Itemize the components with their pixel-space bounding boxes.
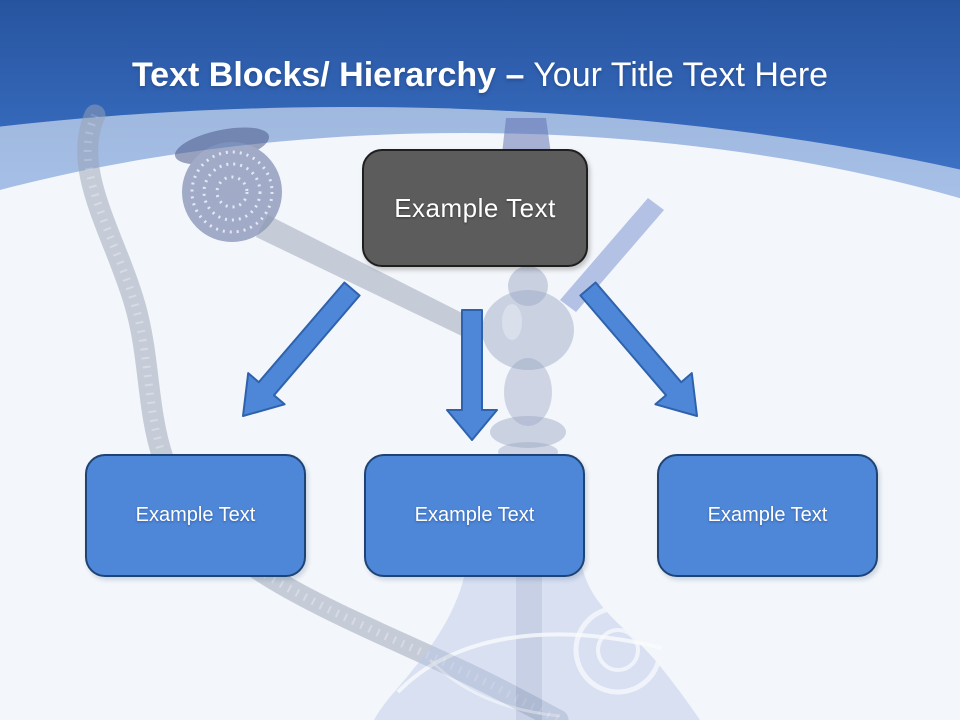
title-bold-text: Text Blocks/ Hierarchy – (131, 56, 525, 94)
child-text-block-2[interactable]: Example Text (364, 454, 585, 577)
child-text-block-1[interactable]: Example Text (85, 454, 306, 577)
slide-title[interactable]: Text Blocks/ Hierarchy – Your Title Text… (0, 52, 960, 98)
child-text-block-3[interactable]: Example Text (657, 454, 878, 577)
arrow-down-left-icon[interactable] (242, 281, 361, 417)
child-text-block-2-label: Example Text (414, 504, 535, 526)
child-text-block-3-label: Example Text (707, 504, 828, 526)
parent-text-block-label: Example Text (394, 192, 556, 223)
title-regular-text: Your Title Text Here (524, 56, 829, 94)
child-text-block-1-label: Example Text (135, 504, 256, 526)
arrow-down-icon[interactable] (446, 309, 498, 441)
parent-text-block[interactable]: Example Text (362, 149, 588, 267)
arrow-down-right-icon[interactable] (579, 281, 698, 417)
